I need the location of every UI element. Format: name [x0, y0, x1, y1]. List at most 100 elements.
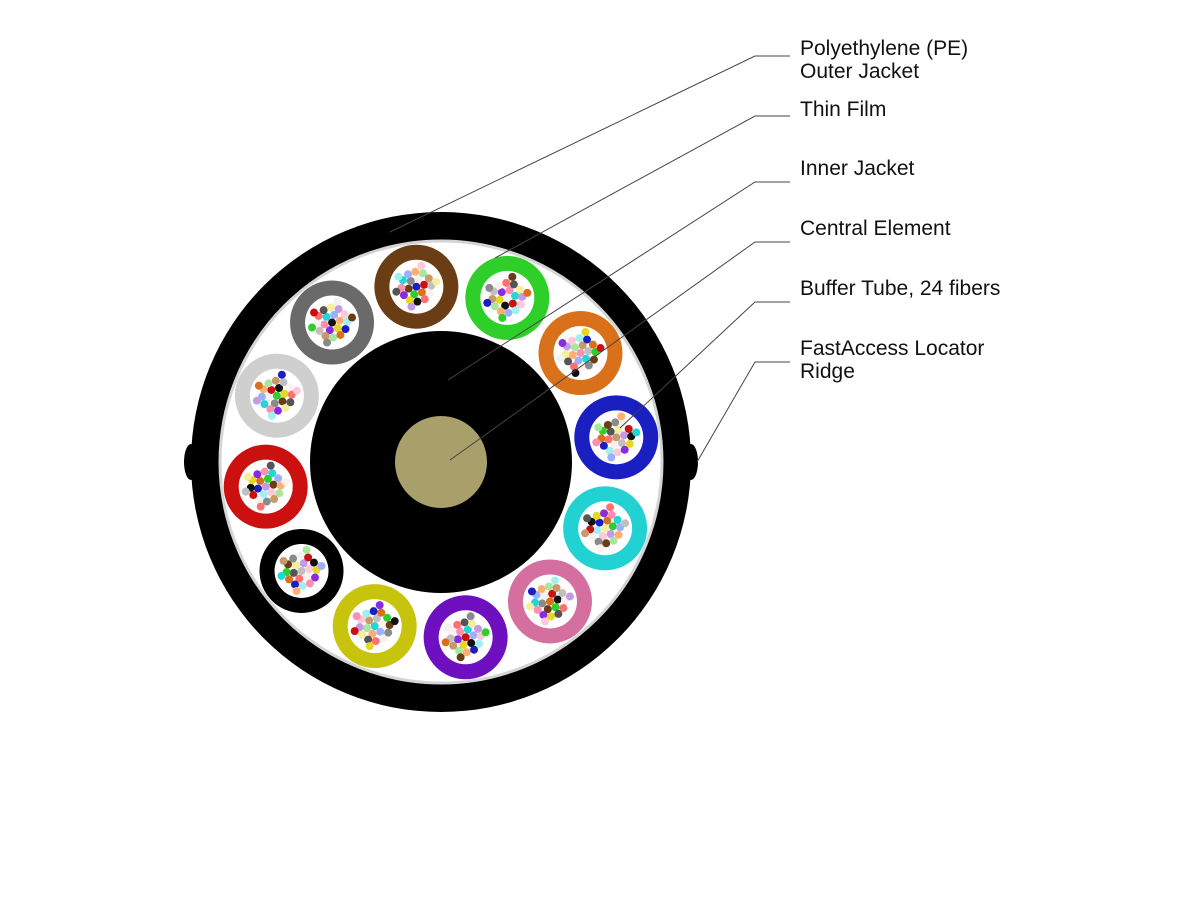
label-locator-ridge: FastAccess Locator Ridge	[800, 337, 984, 383]
fiber	[449, 641, 458, 650]
fiber	[453, 635, 462, 644]
fiber	[624, 424, 633, 433]
fiber	[253, 484, 262, 493]
fiber	[266, 405, 275, 414]
fiber	[302, 545, 311, 554]
fiber	[256, 476, 265, 485]
fiber	[594, 537, 603, 546]
fiber	[260, 400, 269, 409]
fiber	[614, 530, 623, 539]
fiber	[432, 277, 441, 286]
fiber	[350, 627, 359, 636]
fiber	[334, 305, 343, 314]
fiber	[277, 370, 286, 379]
fiber	[608, 522, 617, 531]
fiber	[309, 558, 318, 567]
fiber	[543, 605, 552, 614]
fiber	[298, 581, 307, 590]
fiber	[584, 347, 593, 356]
cable-cross-section	[184, 212, 698, 712]
fiber	[384, 628, 393, 637]
fiber	[285, 575, 294, 584]
fiber	[292, 386, 301, 395]
locator-ridge-left	[184, 444, 198, 480]
fiber	[286, 398, 295, 407]
label-central-element: Central Element	[800, 217, 951, 240]
fiber	[315, 326, 324, 335]
fiber	[253, 470, 262, 479]
fiber	[601, 524, 610, 533]
fiber	[568, 350, 577, 359]
buffer-tube-rose	[507, 559, 592, 644]
fiber	[321, 332, 330, 341]
fiber	[469, 631, 478, 640]
fiber	[424, 274, 433, 283]
leader-line-thin-film	[494, 115, 790, 259]
fiber	[547, 612, 556, 621]
fiber	[525, 602, 534, 611]
fiber	[443, 623, 452, 632]
fiber	[607, 510, 616, 519]
fiber	[474, 624, 483, 633]
fiber	[593, 526, 602, 535]
fiber	[336, 330, 345, 339]
label-buffer-tube: Buffer Tube, 24 fibers	[800, 277, 1000, 300]
fiber	[599, 441, 608, 450]
fiber	[594, 423, 603, 432]
fiber	[372, 614, 381, 623]
fiber	[275, 383, 284, 392]
fiber	[553, 595, 562, 604]
fiber	[403, 270, 412, 279]
label-outer-jacket: Polyethylene (PE) Outer Jacket	[800, 37, 968, 83]
fiber	[268, 469, 277, 478]
fiber	[254, 381, 263, 390]
fiber	[527, 587, 536, 596]
fiber	[584, 361, 593, 370]
fiber	[578, 341, 587, 350]
fiber	[605, 446, 614, 455]
fiber	[411, 267, 420, 276]
fiber	[390, 617, 399, 626]
fiber	[583, 335, 592, 344]
fiber	[613, 515, 622, 524]
leader-line-central-element	[449, 241, 790, 461]
fiber	[581, 328, 590, 337]
fiber	[285, 383, 294, 392]
fiber	[467, 639, 476, 648]
fiber	[295, 574, 304, 583]
fiber	[463, 625, 472, 634]
fiber	[625, 439, 634, 448]
label-buffer-tube-text: Buffer Tube, 24 fibers	[800, 277, 1001, 300]
fiber	[323, 338, 332, 347]
fiber	[511, 291, 520, 300]
fiber	[494, 281, 503, 290]
fiber	[441, 638, 450, 647]
central-element	[395, 416, 487, 508]
fiber	[267, 411, 276, 420]
fiber	[266, 461, 275, 470]
fiber	[504, 308, 513, 317]
fiber	[271, 376, 280, 385]
fiber	[261, 482, 270, 491]
fiber	[279, 556, 288, 565]
fiber	[405, 296, 414, 305]
fiber	[565, 592, 574, 601]
fiber	[335, 316, 344, 325]
fiber	[554, 609, 563, 618]
fiber	[371, 637, 380, 646]
fiber	[325, 326, 334, 335]
fiber	[303, 572, 312, 581]
fiber	[296, 552, 305, 561]
leader-line-outer-jacket	[389, 55, 790, 233]
fiber	[255, 496, 264, 505]
fiber	[292, 586, 301, 595]
fiber	[414, 275, 423, 284]
buffer-tube-orange	[538, 311, 623, 396]
fiber	[281, 477, 290, 486]
fiber	[470, 645, 479, 654]
fiber	[485, 283, 494, 292]
fiber	[425, 289, 434, 298]
fiber	[596, 544, 605, 553]
fiber	[376, 627, 385, 636]
